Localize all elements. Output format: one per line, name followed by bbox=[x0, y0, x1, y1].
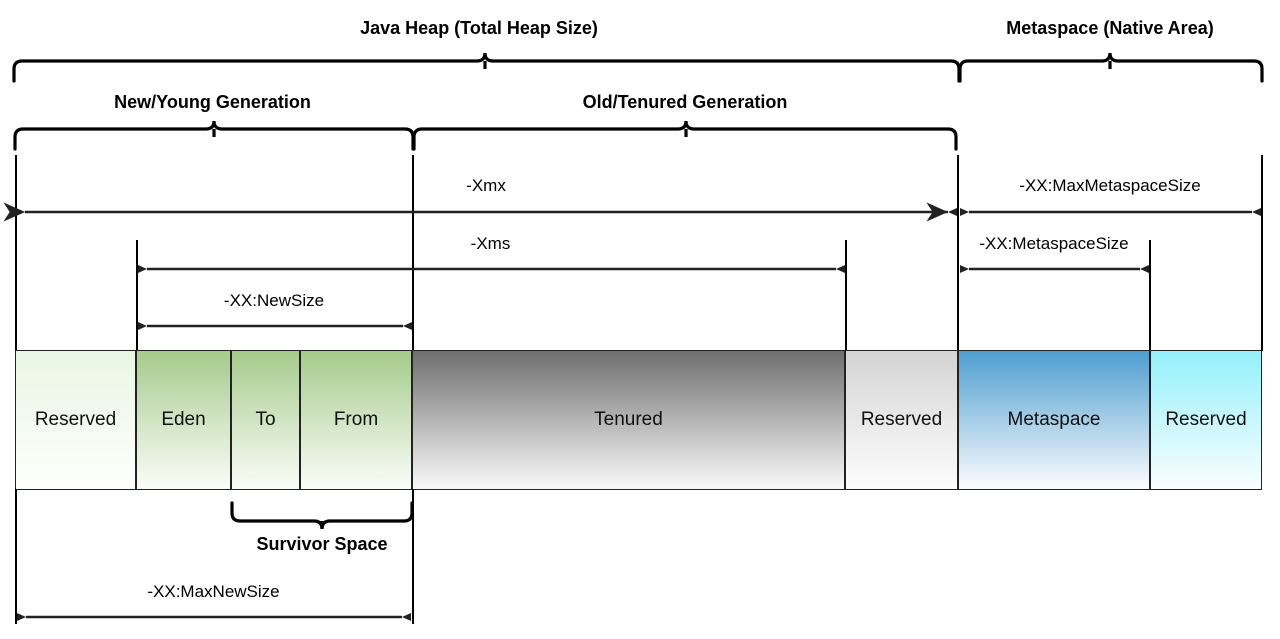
memory-block-eden: Eden bbox=[136, 350, 231, 490]
label-survivor-space: Survivor Space bbox=[256, 534, 388, 554]
memory-block-tenured: Tenured bbox=[412, 350, 845, 490]
guide-line-heap-right bbox=[957, 155, 959, 351]
brace-metaspace bbox=[958, 52, 1264, 83]
guide-line-xms-right bbox=[845, 240, 847, 351]
brace-survivor-space bbox=[230, 500, 414, 530]
memory-block-label: Metaspace bbox=[1007, 409, 1101, 430]
title-old-generation: Old/Tenured Generation bbox=[582, 92, 788, 112]
memory-block-reserved-old: Reserved bbox=[845, 350, 958, 490]
memory-block-label: Reserved bbox=[1165, 409, 1247, 430]
memory-block-label: Reserved bbox=[34, 409, 117, 430]
memory-block-reserved-metaspace: Reserved bbox=[1150, 350, 1262, 490]
guide-line-bottom-left bbox=[15, 489, 17, 624]
brace-java-heap bbox=[12, 52, 961, 83]
brace-young-generation bbox=[13, 120, 415, 151]
arrow-newsize bbox=[137, 317, 413, 335]
memory-block-label: To bbox=[255, 409, 276, 430]
arrow-maxmetaspacesize bbox=[959, 203, 1262, 221]
title-young-generation: New/Young Generation bbox=[114, 92, 311, 112]
memory-block-reserved-young: Reserved bbox=[15, 350, 136, 490]
guide-line-eden-left bbox=[136, 240, 138, 351]
arrow-metaspacesize bbox=[959, 260, 1150, 278]
memory-block-from: From bbox=[300, 350, 412, 490]
title-metaspace: Metaspace (Native Area) bbox=[1006, 18, 1214, 38]
flag-label-xmx: -Xmx bbox=[466, 176, 506, 195]
arrow-xms bbox=[137, 260, 846, 278]
memory-block-to: To bbox=[231, 350, 300, 490]
memory-block-label: Reserved bbox=[860, 409, 943, 430]
arrow-xmx bbox=[3, 202, 958, 222]
arrow-maxnewsize bbox=[16, 608, 412, 626]
guide-line-bottom-newsize-right bbox=[412, 489, 414, 624]
guide-line-right-edge bbox=[1261, 155, 1263, 351]
memory-block-label: Eden bbox=[161, 409, 206, 430]
flag-label-metaspacesize: -XX:MetaspaceSize bbox=[979, 234, 1129, 253]
guide-line-metaspacesize-right bbox=[1149, 240, 1151, 351]
memory-block-label: Tenured bbox=[594, 409, 663, 430]
guide-line-heap-left bbox=[15, 155, 17, 351]
memory-block-metaspace: Metaspace bbox=[958, 350, 1150, 490]
flag-label-maxnewsize: -XX:MaxNewSize bbox=[147, 582, 280, 601]
guide-line-newsize-right bbox=[412, 155, 414, 351]
brace-old-generation bbox=[412, 120, 960, 151]
memory-block-label: From bbox=[333, 409, 379, 430]
flag-label-maxmetaspacesize: -XX:MaxMetaspaceSize bbox=[1019, 176, 1201, 195]
flag-label-xms: -Xms bbox=[470, 234, 511, 253]
flag-label-newsize: -XX:NewSize bbox=[223, 291, 325, 310]
title-java-heap: Java Heap (Total Heap Size) bbox=[360, 18, 598, 38]
